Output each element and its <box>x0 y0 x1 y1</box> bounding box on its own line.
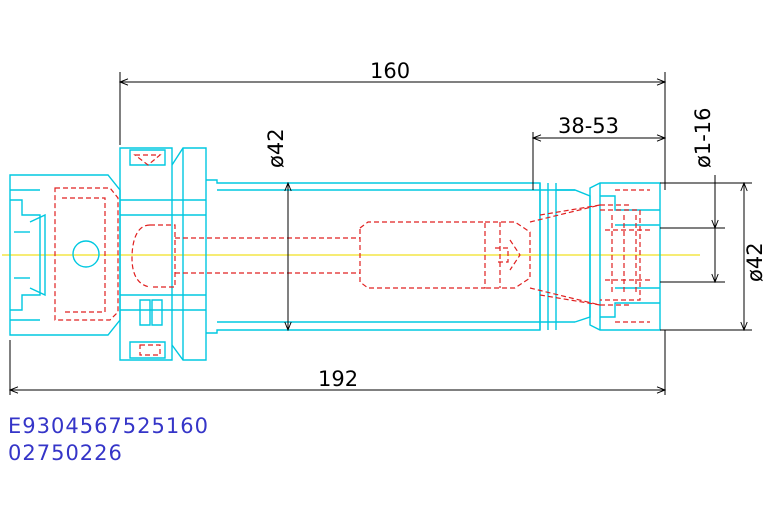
holder-outline <box>9 147 661 361</box>
hidden-lines <box>54 154 650 356</box>
dimension-total-length: 192 <box>318 367 358 391</box>
dimension-clamping-range: ø1-16 <box>691 107 715 168</box>
dimension-overall-length: 160 <box>370 59 410 83</box>
order-number: E9304567525160 <box>8 414 209 438</box>
dimension-shank-diameter: ø42 <box>264 128 288 168</box>
dimension-length-range: 38-53 <box>558 114 619 138</box>
dimension-lines <box>10 72 752 395</box>
dimension-nut-diameter: ø42 <box>743 242 767 282</box>
article-number: 02750226 <box>8 441 123 465</box>
